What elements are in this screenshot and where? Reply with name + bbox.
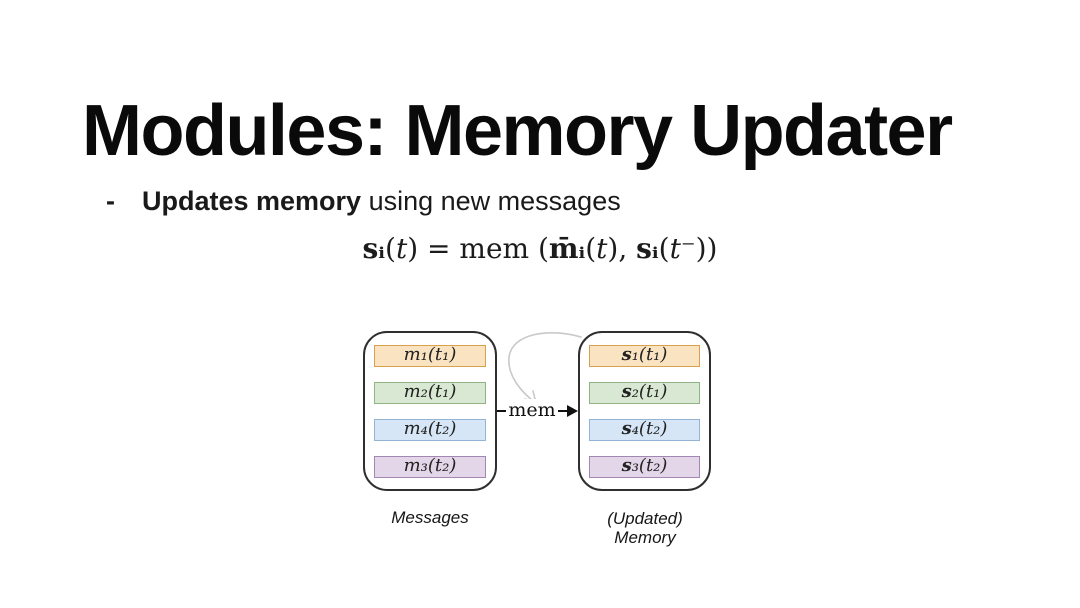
memory-caption-line1: (Updated) [607, 509, 683, 528]
formula-part: m̄ᵢ [548, 232, 586, 265]
formula-part: ), [607, 232, 637, 265]
memory-caption: (Updated) Memory [545, 509, 745, 547]
messages-box: m₁(t₁) m₂(t₁) m₄(t₂) m₃(t₂) [363, 331, 497, 491]
formula-part: ( [385, 232, 396, 265]
formula-part: t [395, 232, 408, 265]
slide-title: Modules: Memory Updater [82, 91, 953, 172]
memory-update-formula: sᵢ(t) = mem (m̄ᵢ(t), sᵢ(t⁻)) [0, 232, 1080, 265]
memory-box: s₁(t₁) s₂(t₁) s₄(t₂) s₃(t₂) [578, 331, 711, 491]
formula-part: ( [585, 232, 597, 265]
formula-part: sᵢ [636, 232, 659, 265]
message-row: m₄(t₂) [374, 419, 486, 441]
mem-function-label: mem [506, 399, 558, 421]
bullet-marker: - [106, 186, 115, 216]
formula-part: ) = mem ( [407, 232, 549, 265]
formula-part: sᵢ [362, 232, 385, 265]
memory-caption-line2: Memory [614, 528, 676, 547]
feedback-curved-arrow-icon [508, 332, 582, 404]
formula-part: )) [695, 232, 718, 265]
memory-row: s₄(t₂) [589, 419, 700, 441]
memory-row: s₁(t₁) [589, 345, 700, 367]
memory-row: s₂(t₁) [589, 382, 700, 404]
message-row: m₃(t₂) [374, 456, 486, 478]
formula-part: t [596, 232, 608, 265]
messages-caption: Messages [391, 508, 469, 527]
bullet-item: Updates memory using new messages [142, 186, 621, 217]
formula-part: ( [658, 232, 670, 265]
message-row: m₁(t₁) [374, 345, 486, 367]
bullet-bold-text: Updates memory [142, 186, 362, 216]
formula-part: t⁻ [669, 232, 696, 265]
message-row: m₂(t₁) [374, 382, 486, 404]
memory-row: s₃(t₂) [589, 456, 700, 478]
bullet-regular-text: using new messages [361, 186, 621, 216]
